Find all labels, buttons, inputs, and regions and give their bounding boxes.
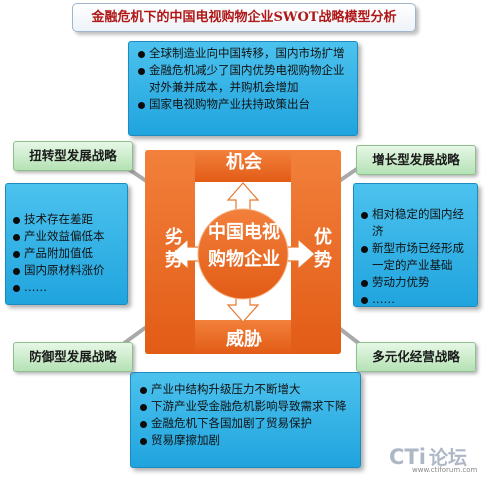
strength-item: ……	[360, 291, 473, 308]
threats-box: 产业中结构升级压力不断增大 下游产业受金融危机影响导致需求下降 金融危机下各国加…	[130, 372, 361, 468]
weakness-char: 势	[165, 250, 183, 271]
strength-label: 优 势	[311, 226, 335, 272]
strength-char: 势	[314, 250, 332, 271]
threat-item: 产业中结构升级压力不断增大	[139, 381, 354, 398]
threat-label: 威胁	[226, 329, 262, 350]
diagram-title: 金融危机下的中国电视购物企业SWOT战略模型分析	[72, 3, 416, 32]
strategy-label-diversification: 多元化经营战略	[356, 342, 476, 372]
weakness-item: 产业效益偏低本	[12, 228, 124, 245]
weakness-item: ……	[12, 279, 124, 296]
weaknesses-box: 技术存在差距 产业效益偏低本 产品附加值低 国内原材料涨价 ……	[5, 183, 128, 305]
center-frame	[145, 150, 341, 354]
strength-item: 劳动力优势	[360, 274, 473, 291]
strategy-label-growth: 增长型发展战略	[356, 145, 476, 175]
svg-text:CTi: CTi	[389, 445, 426, 468]
threat-item: 贸易摩擦加剧	[139, 432, 354, 449]
opportunities-box: 全球制造业向中国转移，国内市场扩增 金融危机减少了国内优势电视购物企业对外兼并成…	[128, 41, 358, 136]
weakness-item: 技术存在差距	[12, 211, 124, 228]
opportunity-item: 金融危机减少了国内优势电视购物企业对外兼并成本，并购机会增加	[137, 62, 351, 96]
threat-item: 下游产业受金融危机影响导致需求下降	[139, 398, 354, 415]
opportunity-item: 国家电视购物产业扶持政策出台	[137, 96, 351, 113]
strength-item: 相对稳定的国内经济	[360, 206, 473, 240]
opportunity-label: 机会	[226, 152, 262, 173]
strengths-box: 相对稳定的国内经济 新型市场已经形成一定的产业基础 劳动力优势 ……	[353, 183, 478, 307]
svg-text:论坛: 论坛	[429, 446, 467, 468]
threat-item: 金融危机下各国加剧了贸易保护	[139, 415, 354, 432]
strength-item: 新型市场已经形成一定的产业基础	[360, 240, 473, 274]
weakness-label: 劣 势	[162, 226, 186, 272]
strength-char: 优	[314, 227, 332, 248]
weakness-char: 劣	[165, 227, 183, 248]
center-title-line: 中国电视	[208, 222, 280, 243]
weakness-item: 国内原材料涨价	[12, 262, 124, 279]
cti-forum-logo: CTi 论坛	[389, 445, 467, 468]
center-title: 中国电视 购物企业	[196, 219, 292, 273]
watermark-url: www.ctiforum.com	[412, 466, 478, 474]
center-circle	[197, 208, 289, 300]
strategy-label-defensive: 防御型发展战略	[13, 342, 133, 372]
strategy-label-turnaround: 扭转型发展战略	[13, 141, 133, 171]
center-title-line: 购物企业	[208, 249, 280, 270]
weakness-item: 产品附加值低	[12, 245, 124, 262]
opportunity-item: 全球制造业向中国转移，国内市场扩增	[137, 45, 351, 62]
